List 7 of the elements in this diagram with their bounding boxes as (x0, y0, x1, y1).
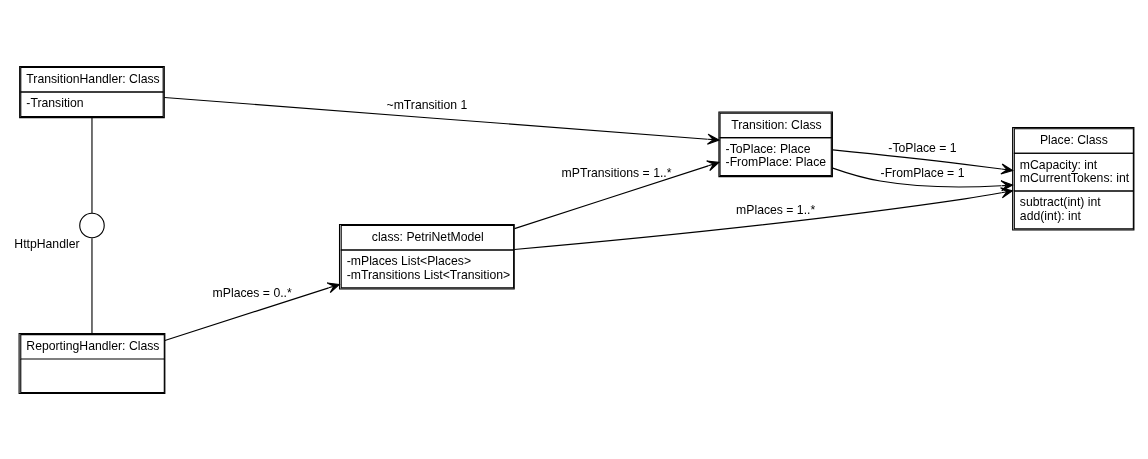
edge-label: ~mTransition 1 (386, 97, 468, 112)
edge-label: mPlaces = 1..* (736, 202, 816, 217)
edge-label: -FromPlace = 1 (880, 165, 965, 180)
edge-label: mPTransitions = 1..* (561, 165, 672, 180)
node-label: HttpHandler (14, 236, 80, 251)
edge-label: -ToPlace = 1 (888, 140, 957, 155)
edge-label: mPlaces = 0..* (212, 285, 292, 300)
